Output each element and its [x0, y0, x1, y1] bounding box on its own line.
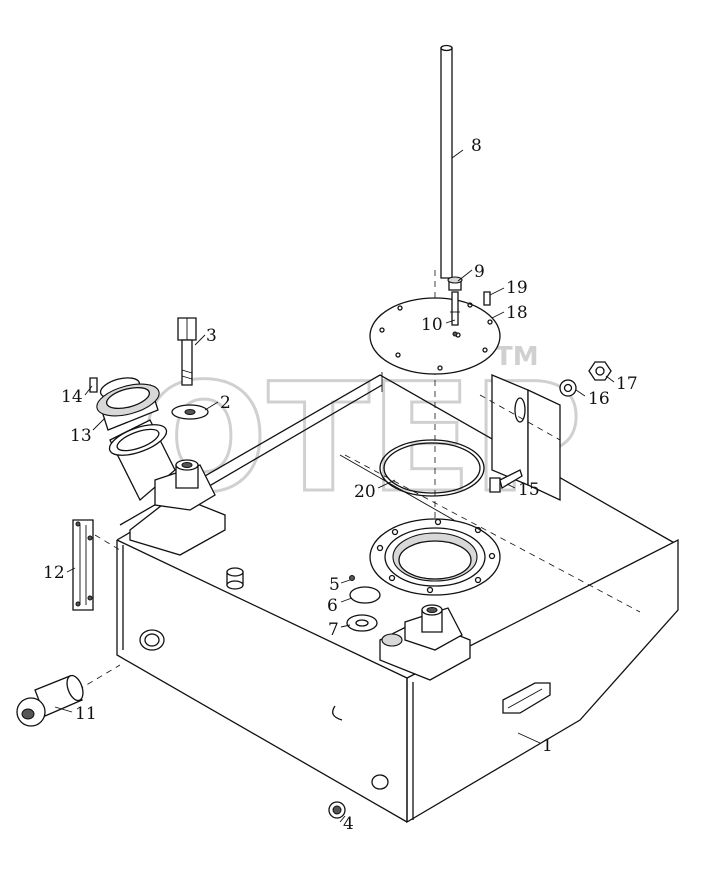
callout-20: 20	[354, 482, 376, 502]
dipstick-tube	[440, 44, 453, 279]
callout-5: 5	[329, 575, 340, 595]
sight-glass	[72, 519, 94, 611]
callout-4: 4	[343, 814, 354, 834]
small-plate	[346, 575, 381, 632]
tank-opening-flange	[369, 518, 501, 596]
bolt-3	[177, 317, 197, 386]
callout-9: 9	[474, 262, 485, 282]
bolt-15	[489, 469, 523, 493]
boss	[226, 567, 244, 590]
callout-7: 7	[328, 620, 339, 640]
callout-12: 12	[43, 563, 65, 583]
filter	[16, 674, 84, 727]
washer-16	[559, 379, 577, 397]
callout-2: 2	[220, 393, 231, 413]
callout-18: 18	[506, 303, 528, 323]
gasket-ring	[379, 439, 485, 497]
cover-plate	[369, 297, 501, 375]
callout-labels: 1 2 3 4 5 6 7 8 9 10 11 12 13 14 15 16 1…	[43, 136, 638, 834]
gasket-ring-inner	[383, 442, 481, 494]
watermark-tm: TM	[495, 342, 539, 372]
mount-bracket-left	[129, 459, 226, 556]
leader-lines	[54, 149, 615, 823]
callout-10: 10	[421, 315, 443, 335]
nut-17	[588, 361, 612, 381]
callout-8: 8	[471, 136, 482, 156]
callout-11: 11	[75, 704, 97, 724]
fitting	[447, 276, 463, 337]
tank-body	[77, 270, 679, 824]
callout-17: 17	[616, 374, 638, 394]
callout-19: 19	[506, 278, 528, 298]
callout-3: 3	[206, 326, 217, 346]
drain-plug	[328, 774, 389, 819]
callout-13: 13	[70, 426, 92, 446]
washer-2	[171, 404, 209, 420]
mount-bracket-right	[379, 604, 471, 681]
callout-6: 6	[327, 596, 338, 616]
filler-neck	[89, 377, 176, 502]
side-port	[139, 629, 343, 721]
screw-19	[483, 291, 491, 306]
callout-1: 1	[542, 736, 553, 756]
callout-15: 15	[518, 480, 540, 500]
callout-16: 16	[588, 389, 610, 409]
callout-14: 14	[61, 387, 83, 407]
